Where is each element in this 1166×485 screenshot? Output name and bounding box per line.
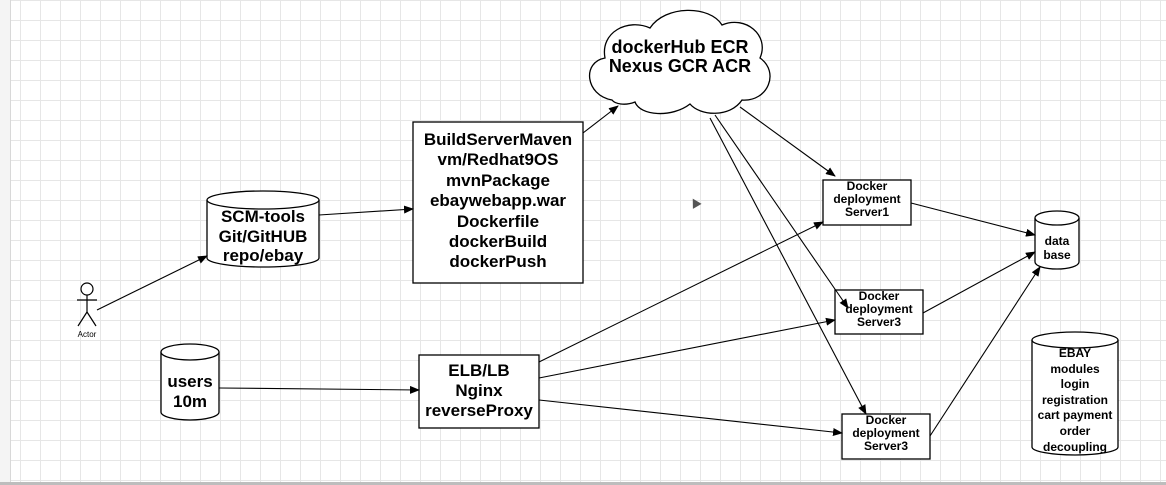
- server-2-label: Docker deployment Server3: [845, 289, 913, 330]
- registry-cloud-label: dockerHub ECR Nexus GCR ACR: [608, 37, 752, 77]
- edge-lb-to-server2: [538, 317, 836, 379]
- ebay-modules-label: EBAY modules login registration cart pay…: [1037, 346, 1113, 454]
- load-balancer-label: ELB/LB Nginx reverseProxy: [425, 361, 533, 421]
- server-1-label: Docker deployment Server1: [833, 179, 901, 220]
- edge-server2-to-db: [922, 251, 1036, 314]
- load-balancer-box[interactable]: [418, 354, 540, 429]
- edge-server3-to-db: [929, 266, 1041, 437]
- users-label: users 10m: [167, 372, 213, 411]
- edge-lb-to-server3: [538, 399, 843, 437]
- server-3-box[interactable]: [841, 413, 931, 460]
- edge-cloud-to-server1: [739, 106, 836, 177]
- actor-stick-figure-icon[interactable]: [77, 282, 97, 327]
- edge-lb-to-server1: [538, 221, 824, 363]
- edge-cloud-to-server3: [709, 117, 867, 415]
- edge-users-to-lb: [218, 385, 420, 394]
- edge-server1-to-db: [910, 202, 1036, 237]
- database-label: data base: [1043, 234, 1071, 263]
- server-3-label: Docker deployment Server3: [852, 413, 920, 454]
- edge-build-to-cloud: [582, 105, 619, 134]
- build-server-box[interactable]: [412, 121, 584, 284]
- edge-scm-to-build: [318, 205, 414, 216]
- bottom-scrollbar[interactable]: [0, 482, 1166, 485]
- registry-cloud-icon[interactable]: [589, 9, 771, 115]
- edge-cloud-to-server2: [714, 114, 849, 309]
- server-2-box[interactable]: [834, 289, 924, 335]
- ebay-modules-cylinder-icon[interactable]: [1031, 331, 1119, 456]
- database-cylinder-icon[interactable]: [1034, 210, 1080, 270]
- scm-tools-label: SCM-tools Git/GitHUB repo/ebay: [218, 207, 308, 266]
- actor-label: Actor: [77, 330, 97, 339]
- scm-tools-cylinder-icon[interactable]: [206, 190, 320, 268]
- users-cylinder-icon[interactable]: [160, 343, 220, 421]
- server-1-box[interactable]: [822, 179, 912, 226]
- edge-actor-to-scm: [96, 255, 208, 311]
- build-server-label: BuildServerMaven vm/Redhat9OS mvnPackage…: [423, 130, 573, 272]
- left-ruler-strip: [0, 0, 11, 485]
